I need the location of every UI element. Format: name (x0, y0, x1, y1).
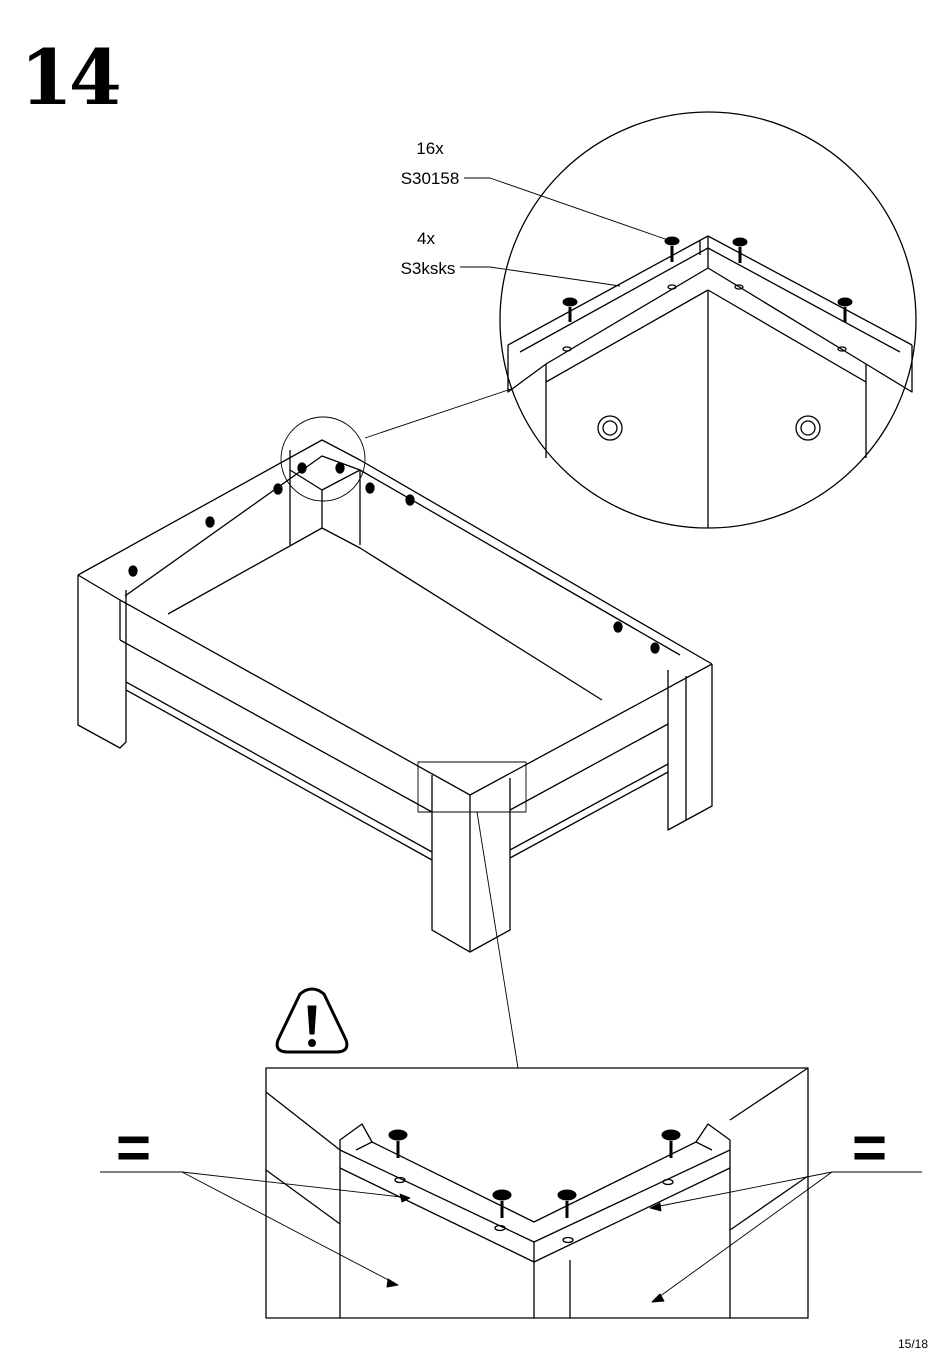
screw-icon (389, 1130, 680, 1218)
corner-bracket-icon (598, 416, 820, 440)
bed-frame (78, 440, 712, 952)
label-leaders (460, 178, 668, 286)
detail-circle-top (365, 112, 916, 528)
warning-triangle-icon (277, 989, 347, 1052)
spacing-leaders (100, 1172, 922, 1302)
page-number: 15/18 (898, 1337, 928, 1351)
highlight-circle (281, 417, 365, 501)
